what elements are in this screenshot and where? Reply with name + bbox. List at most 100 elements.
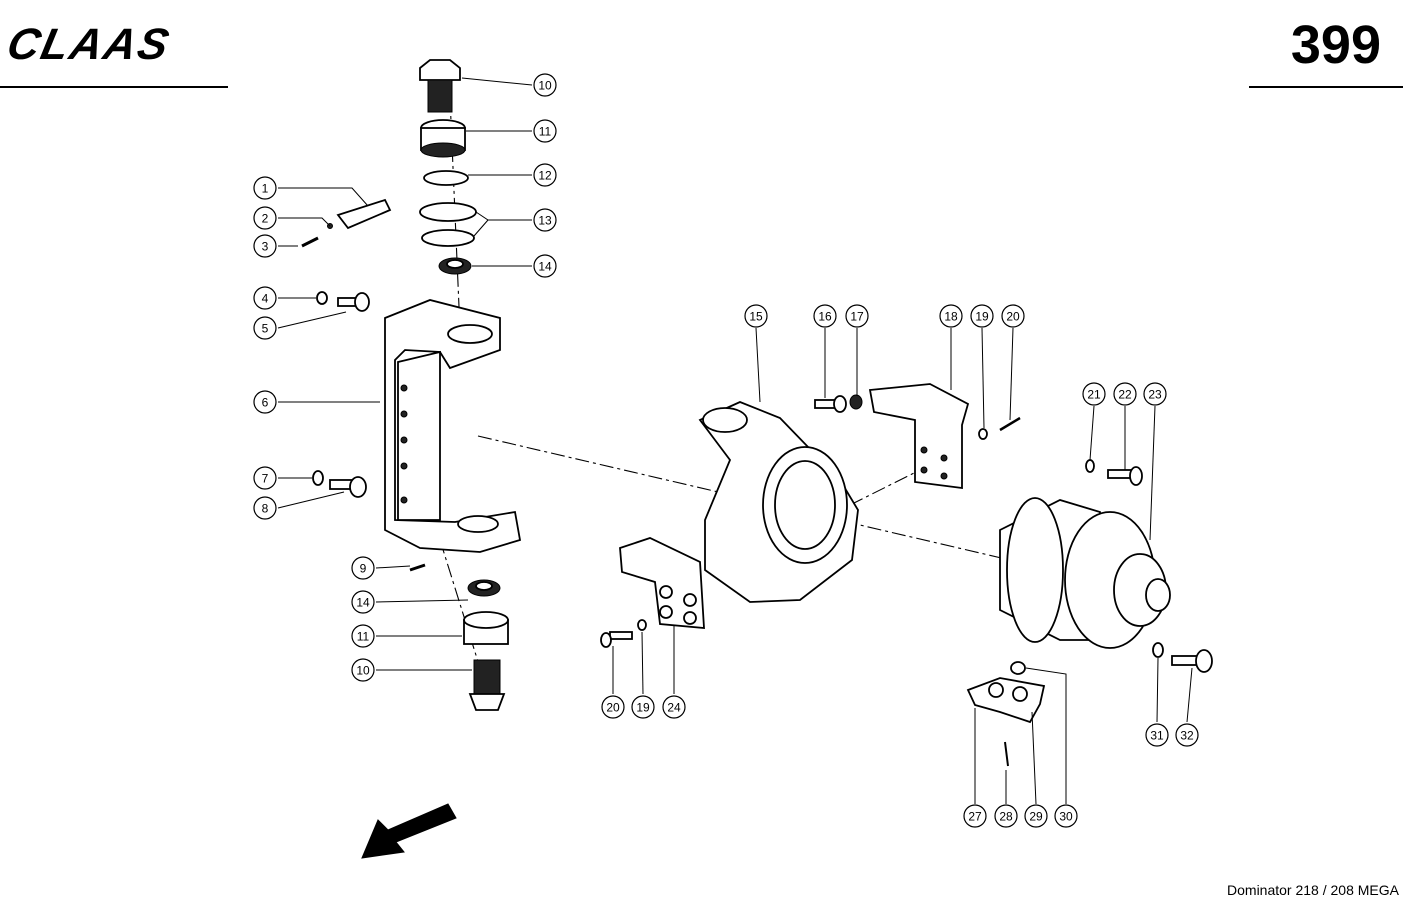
callout-label: 13: [538, 214, 552, 228]
callout-8: 8: [253, 496, 277, 520]
callout-23: 23: [1143, 382, 1167, 406]
callout-17: 17: [845, 304, 869, 328]
callout-label: 1: [262, 182, 269, 196]
wheel-hub: [999, 497, 1171, 649]
callout-label: 8: [262, 502, 269, 516]
callout-label: 23: [1148, 388, 1162, 402]
bolt-22: [1107, 466, 1143, 486]
washer-7: [312, 470, 324, 486]
callout-24: 24: [662, 695, 686, 719]
callout-20: 20: [601, 695, 625, 719]
callout-21: 21: [1082, 382, 1106, 406]
callout-12: 12: [533, 163, 557, 187]
o-ring-30: [1010, 661, 1026, 675]
mount-bracket-24: [619, 537, 705, 629]
callout-1: 1: [253, 176, 277, 200]
washer-31: [1152, 642, 1164, 658]
callout-7: 7: [253, 466, 277, 490]
callout-31: 31: [1145, 723, 1169, 747]
callout-label: 29: [1029, 810, 1043, 824]
callout-label: 19: [975, 310, 989, 324]
model-footer: Dominator 218 / 208 MEGA: [1227, 882, 1399, 898]
callout-3: 3: [253, 234, 277, 258]
callout-label: 11: [539, 125, 552, 139]
lower-bracket-27: [966, 677, 1046, 724]
callout-22: 22: [1113, 382, 1137, 406]
bolt-32: [1171, 649, 1213, 673]
nut-bottom: [467, 579, 501, 597]
callout-27: 27: [963, 804, 987, 828]
axle-housing: [698, 401, 859, 603]
callout-29: 29: [1024, 804, 1048, 828]
callout-label: 21: [1087, 388, 1101, 402]
bolt-20-left: [600, 631, 633, 648]
callout-20: 20: [1001, 304, 1025, 328]
screw-small: [301, 236, 319, 248]
nut-17: [849, 394, 863, 410]
callout-10: 10: [351, 658, 375, 682]
callout-label: 31: [1150, 729, 1164, 743]
callout-30: 30: [1054, 804, 1078, 828]
callout-15: 15: [744, 304, 768, 328]
callout-label: 11: [357, 630, 370, 644]
callout-5: 5: [253, 316, 277, 340]
logo-rule: [0, 86, 228, 88]
callout-13: 13: [533, 208, 557, 232]
pin-20-right: [999, 416, 1021, 432]
bolt-16: [814, 395, 847, 413]
callout-label: 27: [968, 810, 982, 824]
callout-label: 30: [1059, 810, 1073, 824]
callout-label: 6: [262, 396, 269, 410]
assembly-axis-line-upper: [849, 469, 921, 506]
callout-9: 9: [351, 556, 375, 580]
callout-label: 20: [1006, 310, 1020, 324]
washer-4: [316, 291, 328, 305]
callout-label: 14: [356, 596, 370, 610]
pin-28: [1004, 741, 1009, 767]
callout-14: 14: [351, 590, 375, 614]
callout-11: 11: [533, 119, 557, 143]
callout-label: 12: [538, 169, 552, 183]
page-number-rule: [1249, 86, 1403, 88]
callout-label: 32: [1180, 729, 1194, 743]
assembly-axis-line: [477, 435, 1011, 561]
callout-label: 5: [262, 322, 269, 336]
callout-16: 16: [813, 304, 837, 328]
callout-label: 22: [1118, 388, 1132, 402]
callout-label: 24: [667, 701, 681, 715]
bushing-bottom: [463, 611, 509, 645]
washer-19-left: [637, 619, 647, 631]
nut-top: [438, 257, 472, 275]
callout-18: 18: [939, 304, 963, 328]
bushing-top: [420, 119, 466, 158]
callout-label: 4: [262, 292, 269, 306]
callout-14: 14: [533, 254, 557, 278]
callout-label: 18: [944, 310, 958, 324]
leader-lines: [277, 77, 1193, 805]
kingpin-bolt-bottom: [468, 659, 506, 711]
pin-9: [409, 563, 426, 572]
callout-label: 20: [606, 701, 620, 715]
bolt-5: [337, 292, 370, 312]
mount-bracket-18: [868, 383, 970, 490]
callout-11: 11: [351, 624, 375, 648]
callout-label: 28: [999, 810, 1013, 824]
steering-knuckle-frame: [384, 299, 522, 553]
callout-label: 10: [356, 664, 370, 678]
callout-label: 7: [262, 472, 269, 486]
direction-arrow-icon: [361, 803, 457, 859]
callout-2: 2: [253, 206, 277, 230]
page-number: 399: [1290, 15, 1381, 75]
callout-label: 2: [262, 212, 269, 226]
callout-label: 10: [538, 79, 552, 93]
callout-label: 14: [538, 260, 552, 274]
o-ring: [423, 170, 469, 186]
callout-label: 15: [749, 310, 763, 324]
bracket: [336, 198, 392, 230]
callout-10: 10: [533, 73, 557, 97]
callout-4: 4: [253, 286, 277, 310]
callout-28: 28: [994, 804, 1018, 828]
